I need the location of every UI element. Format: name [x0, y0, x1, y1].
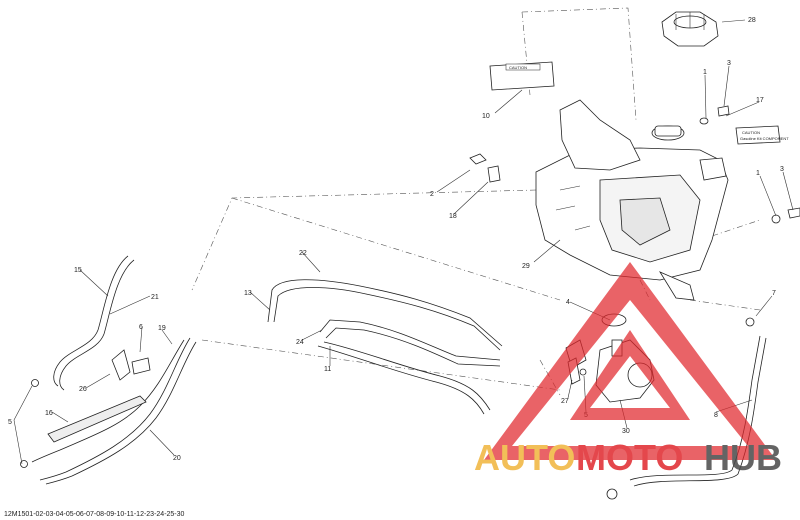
- fuel-tank: [535, 99, 729, 301]
- callout-3-right: 3: [780, 166, 784, 173]
- automotohub-watermark: AUTO MOTO HUB: [474, 262, 782, 478]
- watermark-text-hub: HUB: [704, 437, 782, 478]
- callout-2: 2: [430, 191, 434, 198]
- caution-decal-long-text: CAUTION: [742, 130, 760, 135]
- callout-17: 17: [756, 97, 764, 104]
- caution-decal-long-subtext: Gasoline Kit COMPONENT: [740, 136, 789, 141]
- callout-4: 4: [566, 299, 570, 306]
- callout-16: 16: [45, 410, 53, 417]
- callout-5-left: 5: [8, 419, 12, 426]
- callout-1-top: 1: [703, 69, 707, 76]
- heat-shield-strap: [47, 395, 147, 443]
- callout-29: 29: [522, 263, 530, 270]
- caution-decal-short: CAUTION: [489, 61, 555, 91]
- callout-22: 22: [299, 250, 307, 257]
- callout-numbers: 28 1 3 10 17 2 18 1 3 29 4 7 15 21 22 13…: [8, 17, 784, 462]
- callout-24: 24: [296, 339, 304, 346]
- callout-18: 18: [449, 213, 457, 220]
- caution-decal-long: CAUTION Gasoline Kit COMPONENT: [735, 125, 789, 145]
- watermark-inner-triangle: [570, 330, 690, 420]
- callout-11: 11: [324, 366, 331, 373]
- callout-7: 7: [772, 290, 776, 297]
- hose-clip: [111, 349, 151, 381]
- callout-19: 19: [158, 325, 166, 332]
- callout-6: 6: [139, 324, 143, 331]
- callout-26: 26: [79, 386, 87, 393]
- callout-28: 28: [748, 17, 756, 24]
- callout-15: 15: [74, 267, 82, 274]
- callout-1-right: 1: [756, 170, 760, 177]
- screws-and-washers: [20, 105, 800, 500]
- callout-27: 27: [561, 398, 569, 405]
- fuel-cap: [661, 11, 719, 47]
- callout-13: 13: [244, 290, 252, 297]
- caution-decal-short-text: CAUTION: [509, 65, 527, 70]
- callout-3-top: 3: [727, 60, 731, 67]
- watermark-triangle: [484, 262, 776, 460]
- callout-10: 10: [482, 113, 490, 120]
- watermark-text-moto: MOTO: [576, 437, 683, 478]
- callout-20: 20: [173, 455, 181, 462]
- callout-8: 8: [714, 412, 718, 419]
- callout-30: 30: [622, 428, 630, 435]
- callout-21: 21: [151, 294, 159, 301]
- document-number: 12M1501-02-03-04-05-06-07-08-09-10-11-12…: [4, 511, 185, 518]
- watermark-text-auto: AUTO: [474, 437, 575, 478]
